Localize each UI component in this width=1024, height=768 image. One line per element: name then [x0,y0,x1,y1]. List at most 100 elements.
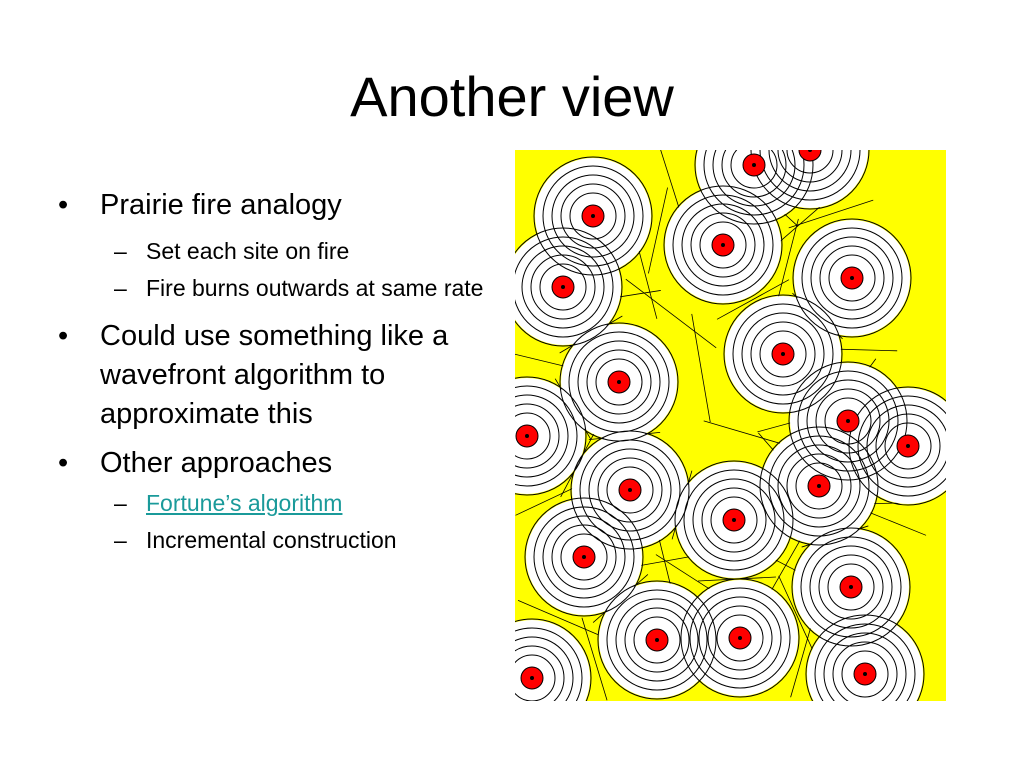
fortunes-algorithm-link[interactable]: Fortune’s algorithm [146,490,343,516]
fire-ring [577,340,661,424]
fire-ring [588,448,672,532]
fire-ring [768,435,870,537]
fire-ring [615,598,699,682]
bullet-prairie-fire: • Prairie fire analogy [58,186,508,225]
fire-ring [827,563,875,611]
fire-site-center [906,444,910,448]
fire-site-center [808,150,812,152]
fire-site-center [721,243,725,247]
voronoi-rings-illustration [515,150,946,701]
fire-site-center [591,214,595,218]
fire-ring [690,212,756,278]
fire-site-center [850,276,854,280]
sub-bullet-fire-burns: – Fire burns outwards at same rate [58,272,508,305]
voronoi-edge [648,187,668,274]
fire-ring [624,607,690,673]
fire-ring [750,321,816,387]
bullet-text: Other approaches [100,447,333,479]
fire-ring [750,150,870,210]
fire-site-center [752,163,756,167]
fire-ring [701,487,767,553]
fire-ring [814,623,916,701]
fire-ring [788,361,908,481]
fire-ring [857,395,946,497]
fire-ring [515,236,614,338]
fire-ring [710,496,758,544]
fire-ring [741,312,825,396]
fire-site-center [738,636,742,640]
fire-ring [521,245,605,329]
sub-bullet-marker: – [114,275,127,301]
fire-ring [730,150,778,189]
sub-bullet-marker: – [114,490,127,516]
fire-ring [786,453,852,519]
fire-ring [809,545,893,629]
sub-bullet-text: Set each site on fire [146,238,350,264]
fire-ring [606,589,708,691]
fire-ring [595,358,643,406]
fire-site-center [617,380,621,384]
voronoi-edge [788,199,874,229]
voronoi-edge [716,279,790,320]
prairie-fire-voronoi-figure [515,150,946,701]
bullet-marker: • [58,320,69,352]
fire-ring [515,394,569,478]
fire-ring [819,245,885,311]
voronoi-edge [560,428,597,498]
fire-ring [815,388,881,454]
bullet-list: • Prairie fire analogy – Set each site o… [58,186,508,561]
fire-ring [792,218,912,338]
fire-ring [777,150,843,183]
fire-ring [875,413,941,479]
fire-ring [732,303,834,405]
fire-ring [800,536,902,638]
fire-ring [515,227,623,347]
fire-ring [759,330,807,378]
fire-ring [681,203,765,287]
sub-bullet-set-fire: – Set each site on fire [58,235,508,268]
bullet-marker: • [58,189,69,221]
fire-ring [689,587,791,689]
sub-bullet-incremental: – Incremental construction [58,524,508,557]
fire-ring [515,627,583,701]
fire-ring [570,430,690,550]
fire-ring [515,376,587,496]
fire-ring [723,294,843,414]
sub-bullet-text: Fire burns outwards at same rate [146,275,484,301]
fire-ring [721,150,787,198]
fire-ring [663,185,783,305]
fire-ring [551,524,617,590]
fire-site-center [655,638,659,642]
fire-site-center [863,672,867,676]
fire-rings [515,150,946,701]
fire-sites [515,150,920,690]
fire-ring [515,636,574,701]
fire-site-center [561,285,565,289]
fire-ring [533,506,635,608]
fire-ring [530,254,596,320]
fire-ring [524,497,644,617]
voronoi-edge [517,599,599,636]
voronoi-edge [581,617,608,701]
fire-ring [768,150,852,192]
voronoi-edge [790,614,815,698]
fire-ring [692,478,776,562]
fire-ring [759,426,879,546]
fire-ring [515,412,551,460]
voronoi-edge [691,313,711,423]
bullet-other-approaches: • Other approaches [58,444,508,483]
fire-ring [539,263,587,311]
voronoi-edge [625,278,717,349]
bullet-wavefront: • Could use something like a wavefront a… [58,317,508,434]
fire-ring [791,527,911,647]
fire-ring [828,254,876,302]
fire-ring [586,349,652,415]
voronoi-edge [778,575,813,650]
sub-bullet-fortune: – Fortune’s algorithm [58,487,508,520]
fire-ring [801,227,903,329]
fire-ring [597,580,717,700]
fire-ring [795,462,843,510]
fire-ring [633,616,681,664]
fire-site-center [732,518,736,522]
fire-ring [515,618,592,701]
